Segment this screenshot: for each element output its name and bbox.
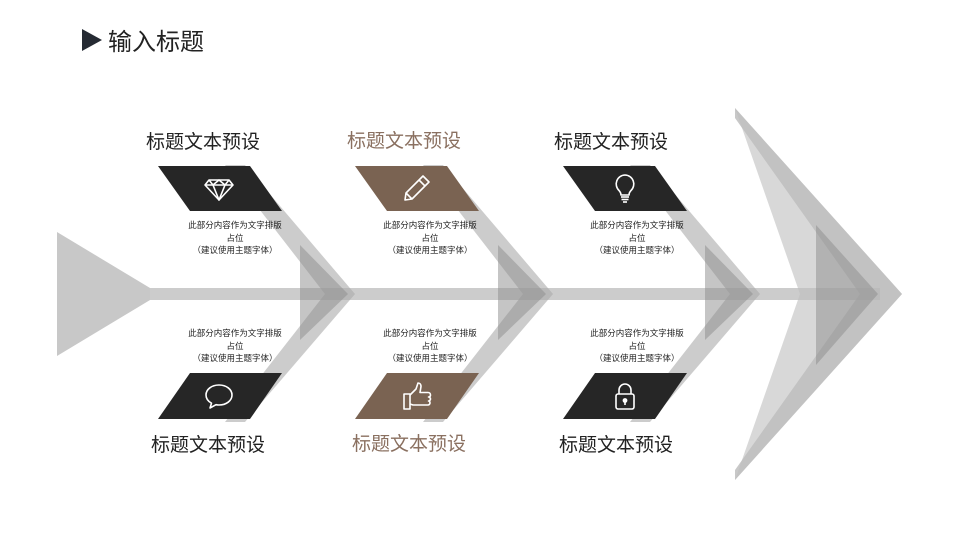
desc-line: （建议使用主题字体）	[387, 246, 473, 256]
diamond-icon	[204, 179, 234, 201]
pill-top-2	[355, 166, 479, 211]
group-2-bottom-title: 标题文本预设	[351, 433, 466, 455]
bone-2	[423, 165, 553, 422]
fish-head	[735, 108, 902, 480]
pill-bottom-1	[158, 373, 282, 419]
group-1-bottom-title: 标题文本预设	[150, 434, 265, 456]
lightbulb-icon	[615, 174, 635, 203]
page-title: 输入标题	[82, 22, 204, 57]
desc-line: 占位	[226, 341, 244, 352]
fish-tail	[57, 232, 160, 356]
group-1-top-desc: 此部分内容作为文字排版占位 （建议使用主题字体）	[160, 220, 310, 258]
desc-line: （建议使用主题字体）	[594, 354, 680, 364]
group-1-bottom-desc: 此部分内容作为文字排版占位 （建议使用主题字体）	[160, 328, 310, 366]
pill-top-1	[158, 166, 282, 211]
desc-line: 此部分内容作为文字排版	[383, 221, 477, 231]
desc-line: 占位	[226, 233, 244, 244]
desc-line: （建议使用主题字体）	[192, 354, 278, 364]
speech-bubble-icon	[205, 384, 233, 409]
desc-line: （建议使用主题字体）	[594, 246, 680, 256]
desc-line: 此部分内容作为文字排版	[590, 221, 684, 231]
triangle-bullet-icon	[82, 28, 102, 51]
bone-1	[225, 165, 355, 422]
desc-line: 此部分内容作为文字排版	[188, 329, 282, 339]
group-3-top-desc: 此部分内容作为文字排版占位 （建议使用主题字体）	[562, 220, 712, 258]
desc-line: 此部分内容作为文字排版	[590, 329, 684, 339]
thumbs-up-icon	[403, 382, 432, 410]
pill-bottom-3	[563, 373, 687, 419]
pencil-icon	[404, 175, 430, 201]
group-2-top-title: 标题文本预设	[346, 130, 461, 152]
group-3-top-title: 标题文本预设	[553, 131, 668, 153]
desc-line: 此部分内容作为文字排版	[188, 221, 282, 231]
bone-3	[630, 165, 760, 422]
desc-line: （建议使用主题字体）	[192, 246, 278, 256]
page-title-text: 输入标题	[108, 28, 204, 56]
padlock-icon	[615, 383, 635, 410]
group-2-top-desc: 此部分内容作为文字排版占位 （建议使用主题字体）	[355, 220, 505, 258]
group-3-bottom-title: 标题文本预设	[558, 434, 673, 456]
group-3-bottom-desc: 此部分内容作为文字排版占位 （建议使用主题字体）	[562, 328, 712, 366]
desc-line: （建议使用主题字体）	[387, 354, 473, 364]
group-1-top-title: 标题文本预设	[145, 131, 260, 153]
desc-line: 占位	[421, 341, 439, 352]
group-2-bottom-desc: 此部分内容作为文字排版占位 （建议使用主题字体）	[355, 328, 505, 366]
pill-top-3	[563, 166, 687, 211]
desc-line: 此部分内容作为文字排版	[383, 329, 477, 339]
desc-line: 占位	[628, 341, 646, 352]
pill-bottom-2	[355, 373, 479, 419]
desc-line: 占位	[421, 233, 439, 244]
desc-line: 占位	[628, 233, 646, 244]
